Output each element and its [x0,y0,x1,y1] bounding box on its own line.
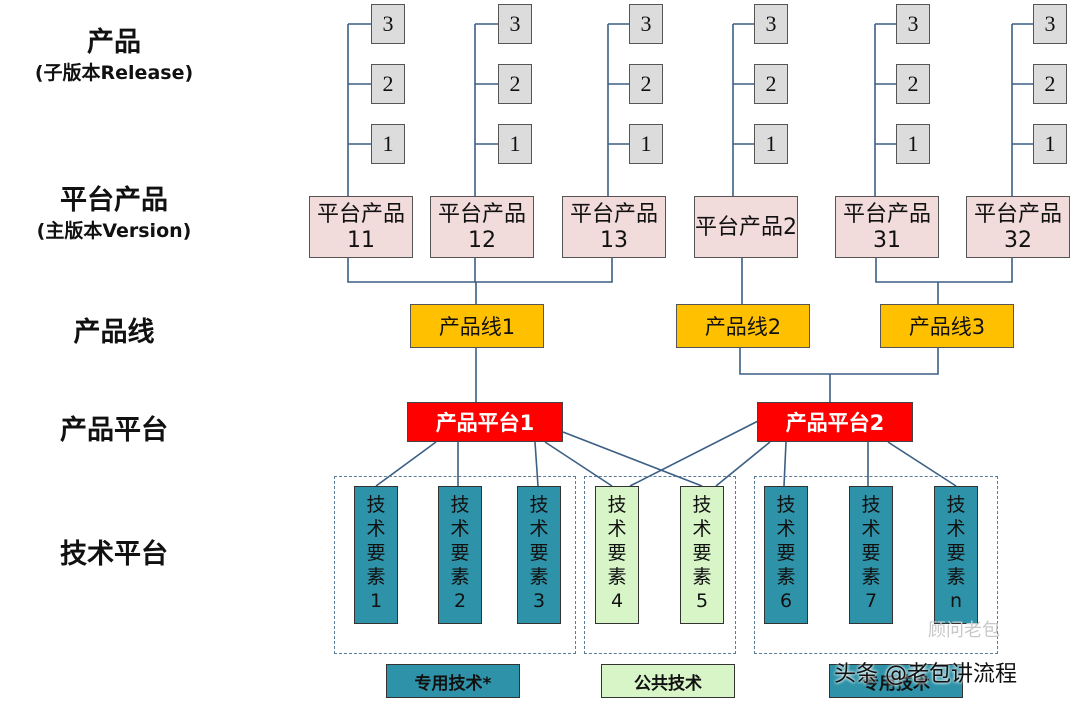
release-box-1: 1 [896,124,930,164]
tech-element-label: 技术要素7 [861,494,881,612]
release-box-1: 1 [371,124,405,164]
release-box-2: 2 [498,64,532,104]
release-box-2: 2 [896,64,930,104]
product-platform-1: 产品平台1 [407,402,563,442]
release-box-3: 3 [629,4,663,44]
watermark: 头条 @老包讲流程 [834,662,1017,687]
platform-product-31: 平台产品31 [835,196,939,258]
product-line-2: 产品线2 [676,304,810,348]
release-box-2: 2 [371,64,405,104]
platform-product-11: 平台产品11 [309,196,413,258]
tech-element-6: 技术要素6 [764,486,808,624]
category-common-tech: 公共技术 [601,664,735,698]
release-box-2: 2 [629,64,663,104]
release-box-1: 1 [629,124,663,164]
release-box-2: 2 [754,64,788,104]
release-box-3: 3 [371,4,405,44]
tech-element-5: 技术要素5 [680,486,724,624]
level-label-version: 平台产品 (主版本Version) [0,184,228,244]
release-box-1: 1 [498,124,532,164]
level-title: 产品 [87,27,141,58]
release-box-1: 1 [1033,124,1067,164]
platform-product-2: 平台产品2 [694,196,798,258]
tech-element-label: 技术要素6 [776,494,796,612]
level-label-tech-platform: 技术平台 [0,538,228,572]
platform-product-13: 平台产品13 [562,196,666,258]
tech-element-4: 技术要素4 [595,486,639,624]
tech-element-label: 技术要素1 [366,494,386,612]
tech-group-dedicated-1 [334,476,576,654]
level-subtitle: (子版本Release) [34,62,194,84]
level-title: 平台产品 [60,185,168,216]
product-line-1: 产品线1 [410,304,544,348]
release-box-3: 3 [498,4,532,44]
release-box-3: 3 [896,4,930,44]
release-box-1: 1 [754,124,788,164]
product-platform-2: 产品平台2 [757,402,913,442]
tech-element-label: 技术要素2 [450,494,470,612]
tech-element-label: 技术要素3 [529,494,549,612]
tech-element-label: 技术要素5 [692,494,712,612]
platform-product-32: 平台产品32 [966,196,1070,258]
tech-element-2: 技术要素2 [438,486,482,624]
product-line-3: 产品线3 [880,304,1014,348]
level-label-product-platform: 产品平台 [0,414,228,448]
tech-element-3: 技术要素3 [517,486,561,624]
tech-element-label: 技术要素4 [607,494,627,612]
tech-element-7: 技术要素7 [849,486,893,624]
tech-group-common [584,476,736,654]
release-box-3: 3 [754,4,788,44]
level-title: 技术平台 [60,539,168,570]
category-dedicated-tech-2: 专用技术 [829,664,963,698]
tech-group-dedicated-2 [754,476,998,654]
level-label-product-line: 产品线 [0,316,228,350]
category-dedicated-tech-1: 专用技术* [386,664,520,698]
level-label-release: 产品 (子版本Release) [0,26,228,86]
level-subtitle: (主版本Version) [36,220,192,242]
tech-element-label: 技术要素n [946,494,966,612]
release-box-3: 3 [1033,4,1067,44]
level-title: 产品线 [73,317,155,348]
tech-element-n: 技术要素n [934,486,978,624]
platform-product-12: 平台产品12 [430,196,534,258]
tech-element-1: 技术要素1 [354,486,398,624]
level-title: 产品平台 [60,415,168,446]
release-box-2: 2 [1033,64,1067,104]
watermark-faint: 顾问老包 [928,620,1000,641]
